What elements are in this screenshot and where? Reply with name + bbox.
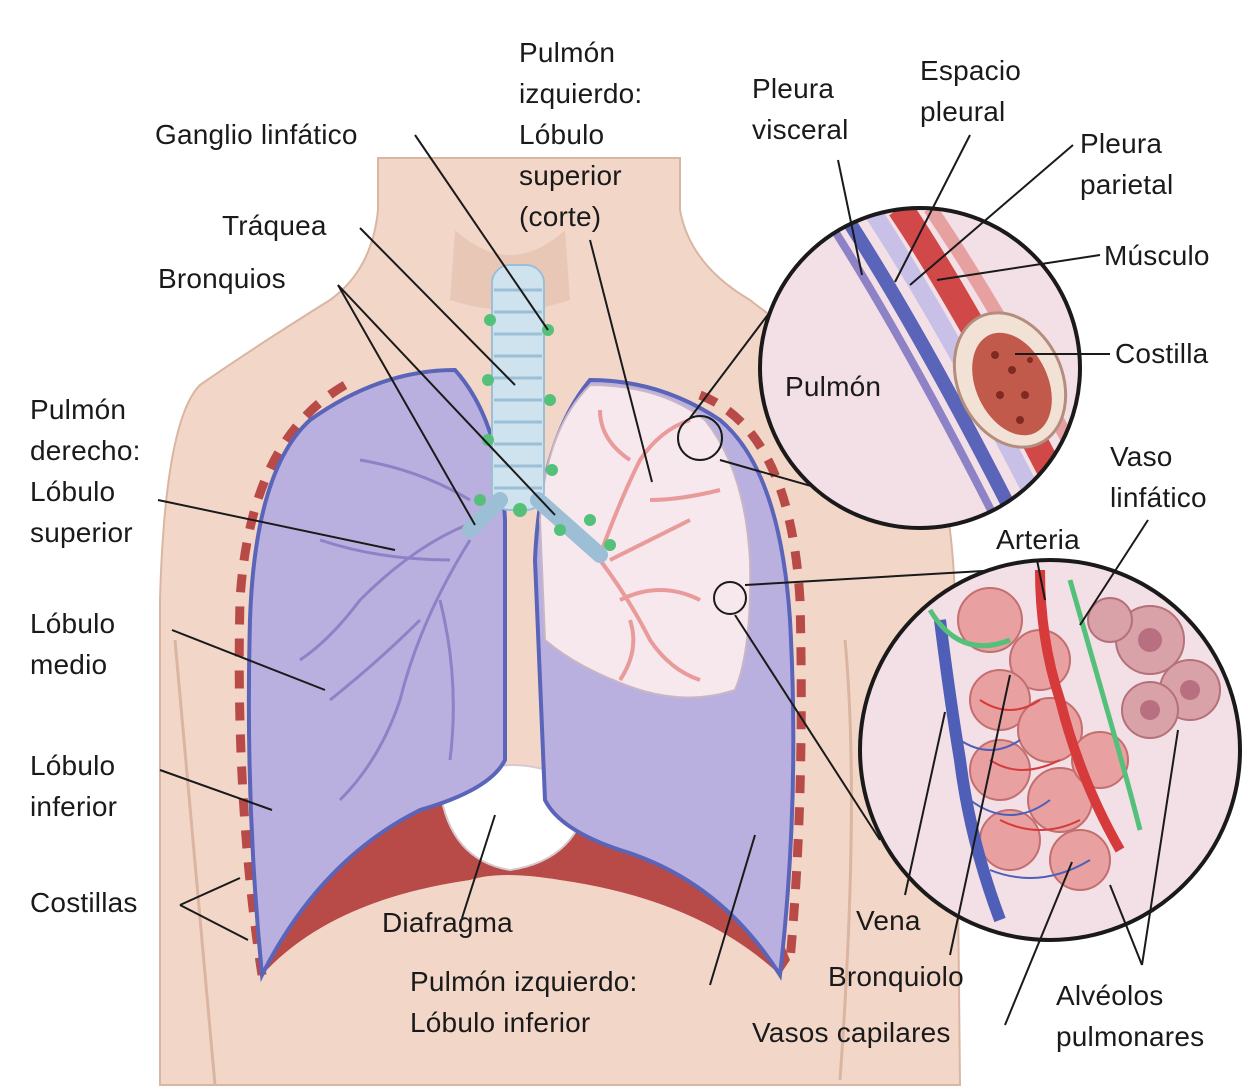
label-pulmon-izquierdo-superior: Pulmón izquierdo: Lóbulo superior (corte… (519, 32, 642, 237)
label-diafragma: Diafragma (382, 902, 513, 943)
label-lobulo-inferior: Lóbulo inferior (30, 745, 117, 827)
label-vasos-capilares: Vasos capilares (752, 1012, 951, 1053)
label-arteria: Arteria (996, 519, 1080, 560)
trachea (492, 265, 544, 510)
label-costillas: Costillas (30, 882, 138, 923)
label-costilla: Costilla (1115, 333, 1208, 374)
label-ganglio-linfatico: Ganglio linfático (155, 114, 358, 155)
label-vena: Vena (856, 900, 921, 941)
label-espacio-pleural: Espacio pleural (920, 50, 1021, 132)
label-pulmon: Pulmón (785, 366, 881, 407)
label-pleura-visceral: Pleura visceral (752, 68, 849, 150)
label-alveolos-pulmonares: Alvéolos pulmonares (1056, 975, 1204, 1057)
label-pulmon-derecho-superior: Pulmón derecho: Lóbulo superior (30, 389, 141, 553)
label-pleura-parietal: Pleura parietal (1080, 123, 1173, 205)
label-musculo: Músculo (1104, 235, 1210, 276)
label-lobulo-medio: Lóbulo medio (30, 603, 115, 685)
label-pulmon-izquierdo-inferior: Pulmón izquierdo: Lóbulo inferior (410, 961, 638, 1043)
label-traquea: Tráquea (222, 205, 327, 246)
label-bronquiolo: Bronquiolo (828, 956, 964, 997)
label-vaso-linfatico: Vaso linfático (1110, 436, 1207, 518)
label-bronquios: Bronquios (158, 258, 286, 299)
